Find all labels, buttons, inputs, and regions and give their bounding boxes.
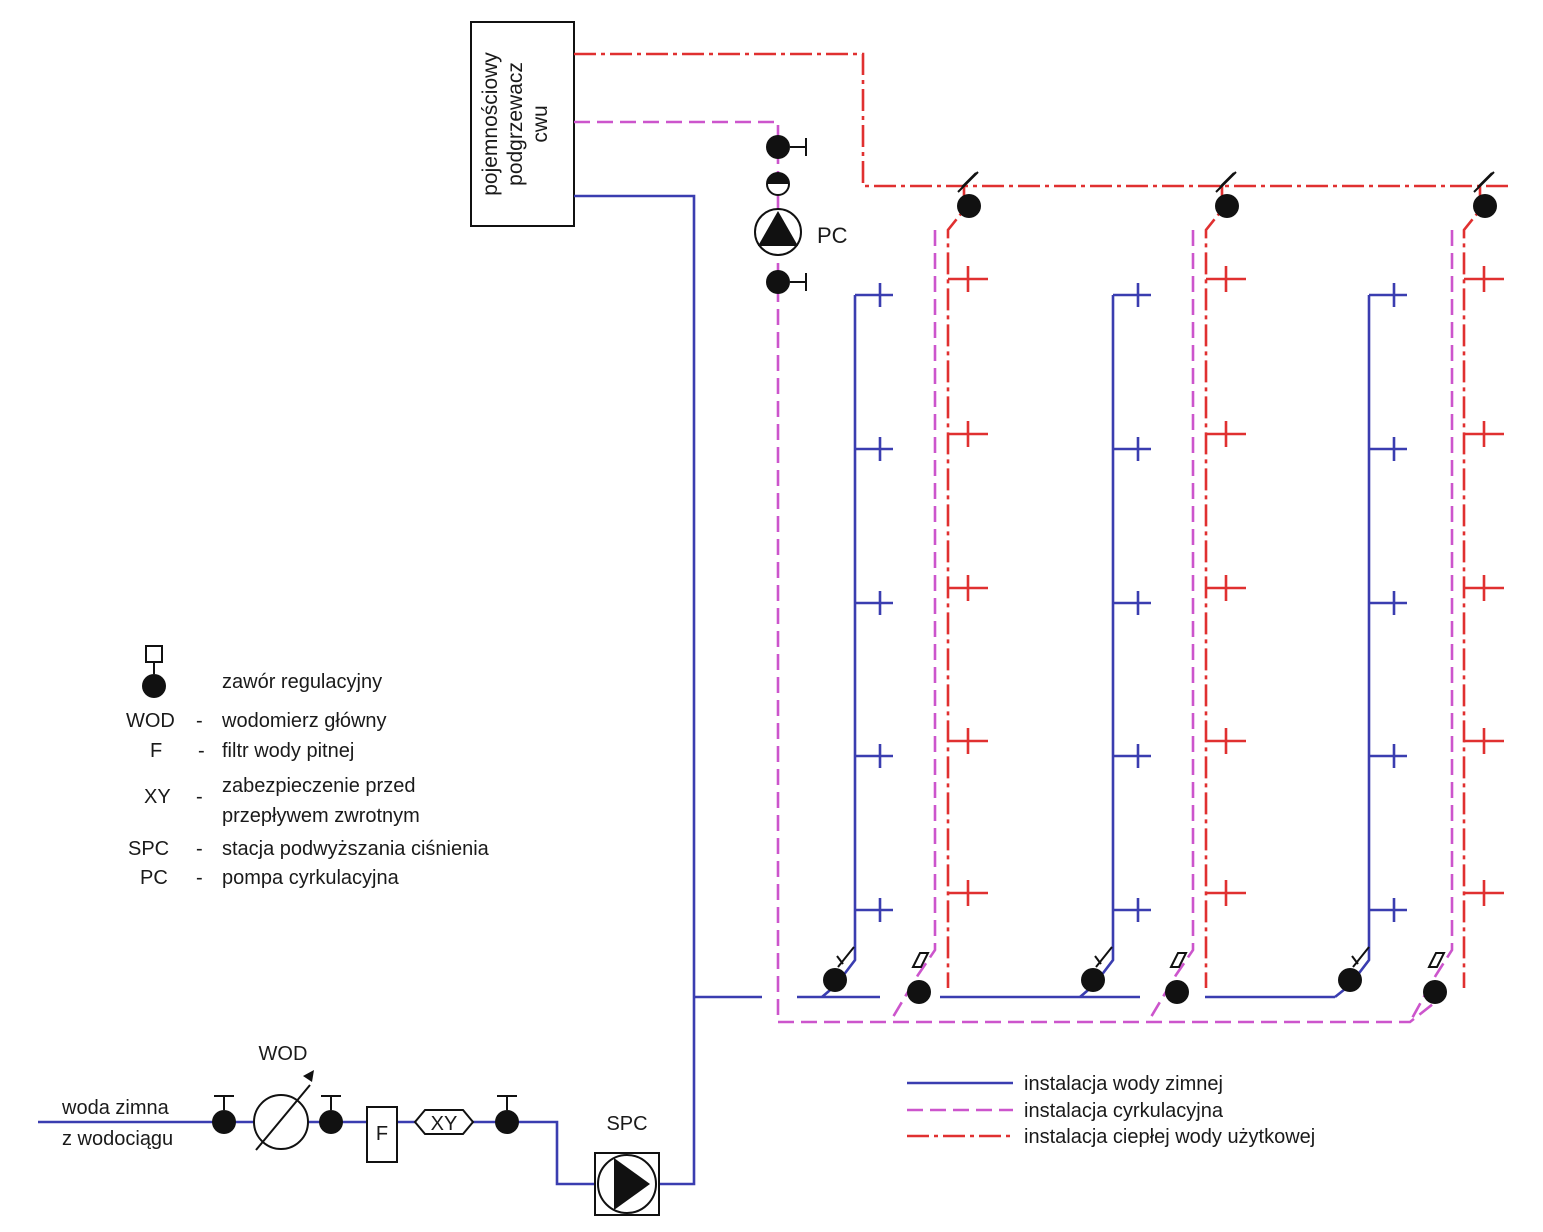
- line-legend-circ: instalacja cyrkulacyjna: [1024, 1100, 1224, 1122]
- cold-water-outlets: [855, 283, 1407, 922]
- symbol-legend: zawór regulacyjny WOD - wodomierz główny…: [126, 645, 490, 889]
- backflow-label: XY: [431, 1113, 458, 1135]
- hot-water-heater: pojemnościowy podgrzewacz cwu: [470, 21, 575, 227]
- legend-desc-4: stacja podwyższania ciśnienia: [222, 838, 490, 860]
- heater-label-line2: podgrzewacz: [504, 62, 527, 186]
- wod-label: WOD: [259, 1043, 308, 1065]
- legend-desc2-3: przepływem zwrotnym: [222, 805, 420, 827]
- spc-label: SPC: [606, 1113, 647, 1135]
- legend-symbol-1: WOD: [126, 710, 175, 732]
- circulation-balancing-valves: [907, 952, 1447, 1004]
- inlet-label-line2: z wodociągu: [62, 1128, 173, 1150]
- legend-dash-3: -: [196, 786, 203, 808]
- hot-riser-valves: [957, 171, 1497, 218]
- filter-label: F: [376, 1123, 388, 1145]
- legend-symbol-5: PC: [140, 867, 168, 889]
- line-legend-cold: instalacja wody zimnej: [1024, 1073, 1223, 1095]
- legend-desc-5: pompa cyrkulacyjna: [222, 867, 400, 889]
- legend-dash-5: -: [196, 867, 203, 889]
- legend-symbol-2: F: [150, 740, 162, 762]
- legend-desc-0: zawór regulacyjny: [222, 671, 382, 693]
- circulation-pipes: [574, 120, 1454, 1024]
- heater-label-line1: pojemnościowy: [479, 52, 502, 196]
- hot-water-outlets: [948, 266, 1504, 906]
- legend-dash-4: -: [196, 838, 203, 860]
- pc-label: PC: [817, 223, 848, 248]
- legend-dash-1: -: [196, 710, 203, 732]
- circulation-pump-group: PC: [754, 135, 848, 294]
- line-type-legend: instalacja wody zimnej instalacja cyrkul…: [907, 1073, 1315, 1148]
- legend-desc-1: wodomierz główny: [221, 710, 387, 732]
- legend-dash-2: -: [198, 740, 205, 762]
- legend-desc-2: filtr wody pitnej: [222, 740, 354, 762]
- inlet-components: woda zimna z wodociągu WOD F XY SPC: [61, 1043, 660, 1216]
- line-legend-hot: instalacja ciepłej wody użytkowej: [1024, 1126, 1315, 1148]
- cold-riser-valves: [823, 946, 1370, 992]
- legend-symbol-4: SPC: [128, 838, 169, 860]
- heater-label-line3: cwu: [529, 105, 552, 142]
- legend-symbol-3: XY: [144, 786, 171, 808]
- legend-desc-3: zabezpieczenie przed: [222, 775, 415, 797]
- inlet-label-line1: woda zimna: [61, 1097, 170, 1119]
- cold-water-pipes: [38, 194, 1371, 1186]
